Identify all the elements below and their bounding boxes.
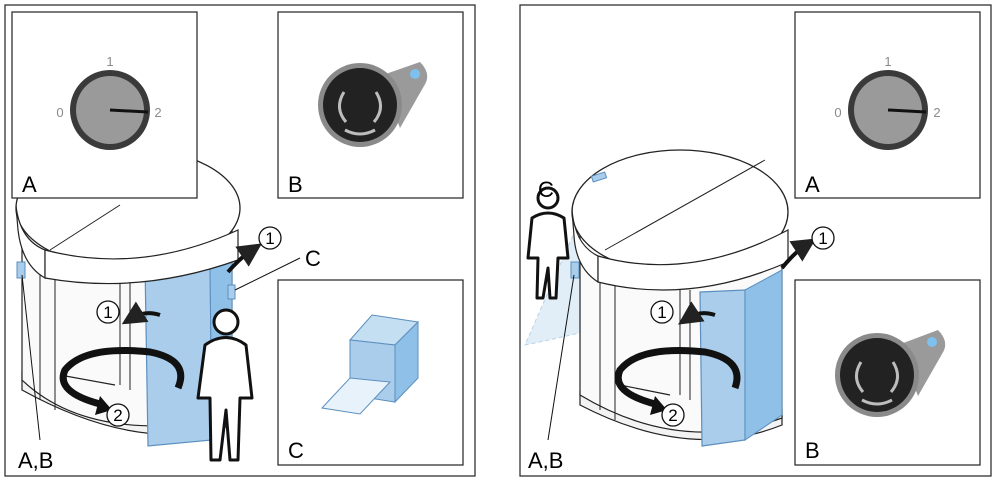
inset-a-label: A <box>805 172 820 197</box>
card-reader-icon <box>320 314 420 415</box>
left-panel: 1 1 2 C A,B 0 1 2 A <box>4 4 476 477</box>
left-control-unit-c <box>227 284 236 300</box>
svg-text:1: 1 <box>818 229 827 248</box>
right-panel-frame <box>519 4 992 477</box>
push-button-icon <box>318 62 428 147</box>
right-callout-ab: A,B <box>528 448 563 473</box>
dial-label-0: 0 <box>56 105 63 120</box>
right-panel: 1 1 2 C A,B 0 1 2 A <box>519 4 992 477</box>
left-step-1-inner-badge: 1 <box>96 300 120 324</box>
left-inset-c: C <box>277 279 464 466</box>
left-callout-c: C <box>305 246 321 271</box>
key-switch-dial-icon <box>70 70 150 150</box>
right-rotation-arrow <box>614 346 741 408</box>
right-step-1-inner-badge: 1 <box>650 300 674 324</box>
left-control-unit-ab <box>16 261 26 279</box>
dial-label-2: 2 <box>154 105 161 120</box>
dial-label-2: 2 <box>933 105 940 120</box>
left-rotation-arrow <box>59 346 185 408</box>
right-exit-arrow <box>780 238 817 270</box>
inset-c-label: C <box>288 438 304 463</box>
right-revolving-door <box>570 149 817 447</box>
dial-label-0: 0 <box>834 105 841 120</box>
svg-text:1: 1 <box>265 229 274 248</box>
right-motion-sensor <box>590 171 608 183</box>
left-inset-a: 0 1 2 A <box>11 11 198 199</box>
inset-a-label: A <box>22 172 37 197</box>
left-inset-b: B <box>277 11 464 199</box>
right-step-1-top-badge: 1 <box>811 226 835 250</box>
left-person-figure <box>196 308 254 462</box>
dial-label-1: 1 <box>884 54 891 69</box>
svg-text:2: 2 <box>113 406 122 425</box>
right-inner-arrow <box>678 301 716 325</box>
svg-text:2: 2 <box>668 406 677 425</box>
inset-b-label: B <box>288 172 303 197</box>
push-button-icon <box>835 330 946 417</box>
key-switch-dial-icon <box>848 70 928 150</box>
svg-text:1: 1 <box>103 303 112 322</box>
left-inner-arrow <box>121 301 161 325</box>
left-callout-ab-line <box>21 274 41 441</box>
right-step-2-badge: 2 <box>661 403 685 427</box>
right-control-unit-ab <box>570 261 580 279</box>
right-inset-a: 0 1 2 A <box>794 11 981 199</box>
right-inset-b: B <box>794 279 981 466</box>
left-exit-arrow <box>226 243 262 274</box>
left-callout-ab: A,B <box>18 448 53 473</box>
left-step-2-badge: 2 <box>106 403 130 427</box>
left-panel-frame <box>4 4 476 477</box>
dial-label-1: 1 <box>106 54 113 69</box>
right-callout-c: C <box>538 177 554 202</box>
left-callout-c-line <box>234 257 301 291</box>
right-person-figure <box>526 186 570 300</box>
svg-text:1: 1 <box>657 303 666 322</box>
left-step-1-top-badge: 1 <box>258 226 282 250</box>
right-callout-ab-line <box>547 274 575 441</box>
inset-b-label: B <box>805 438 820 463</box>
